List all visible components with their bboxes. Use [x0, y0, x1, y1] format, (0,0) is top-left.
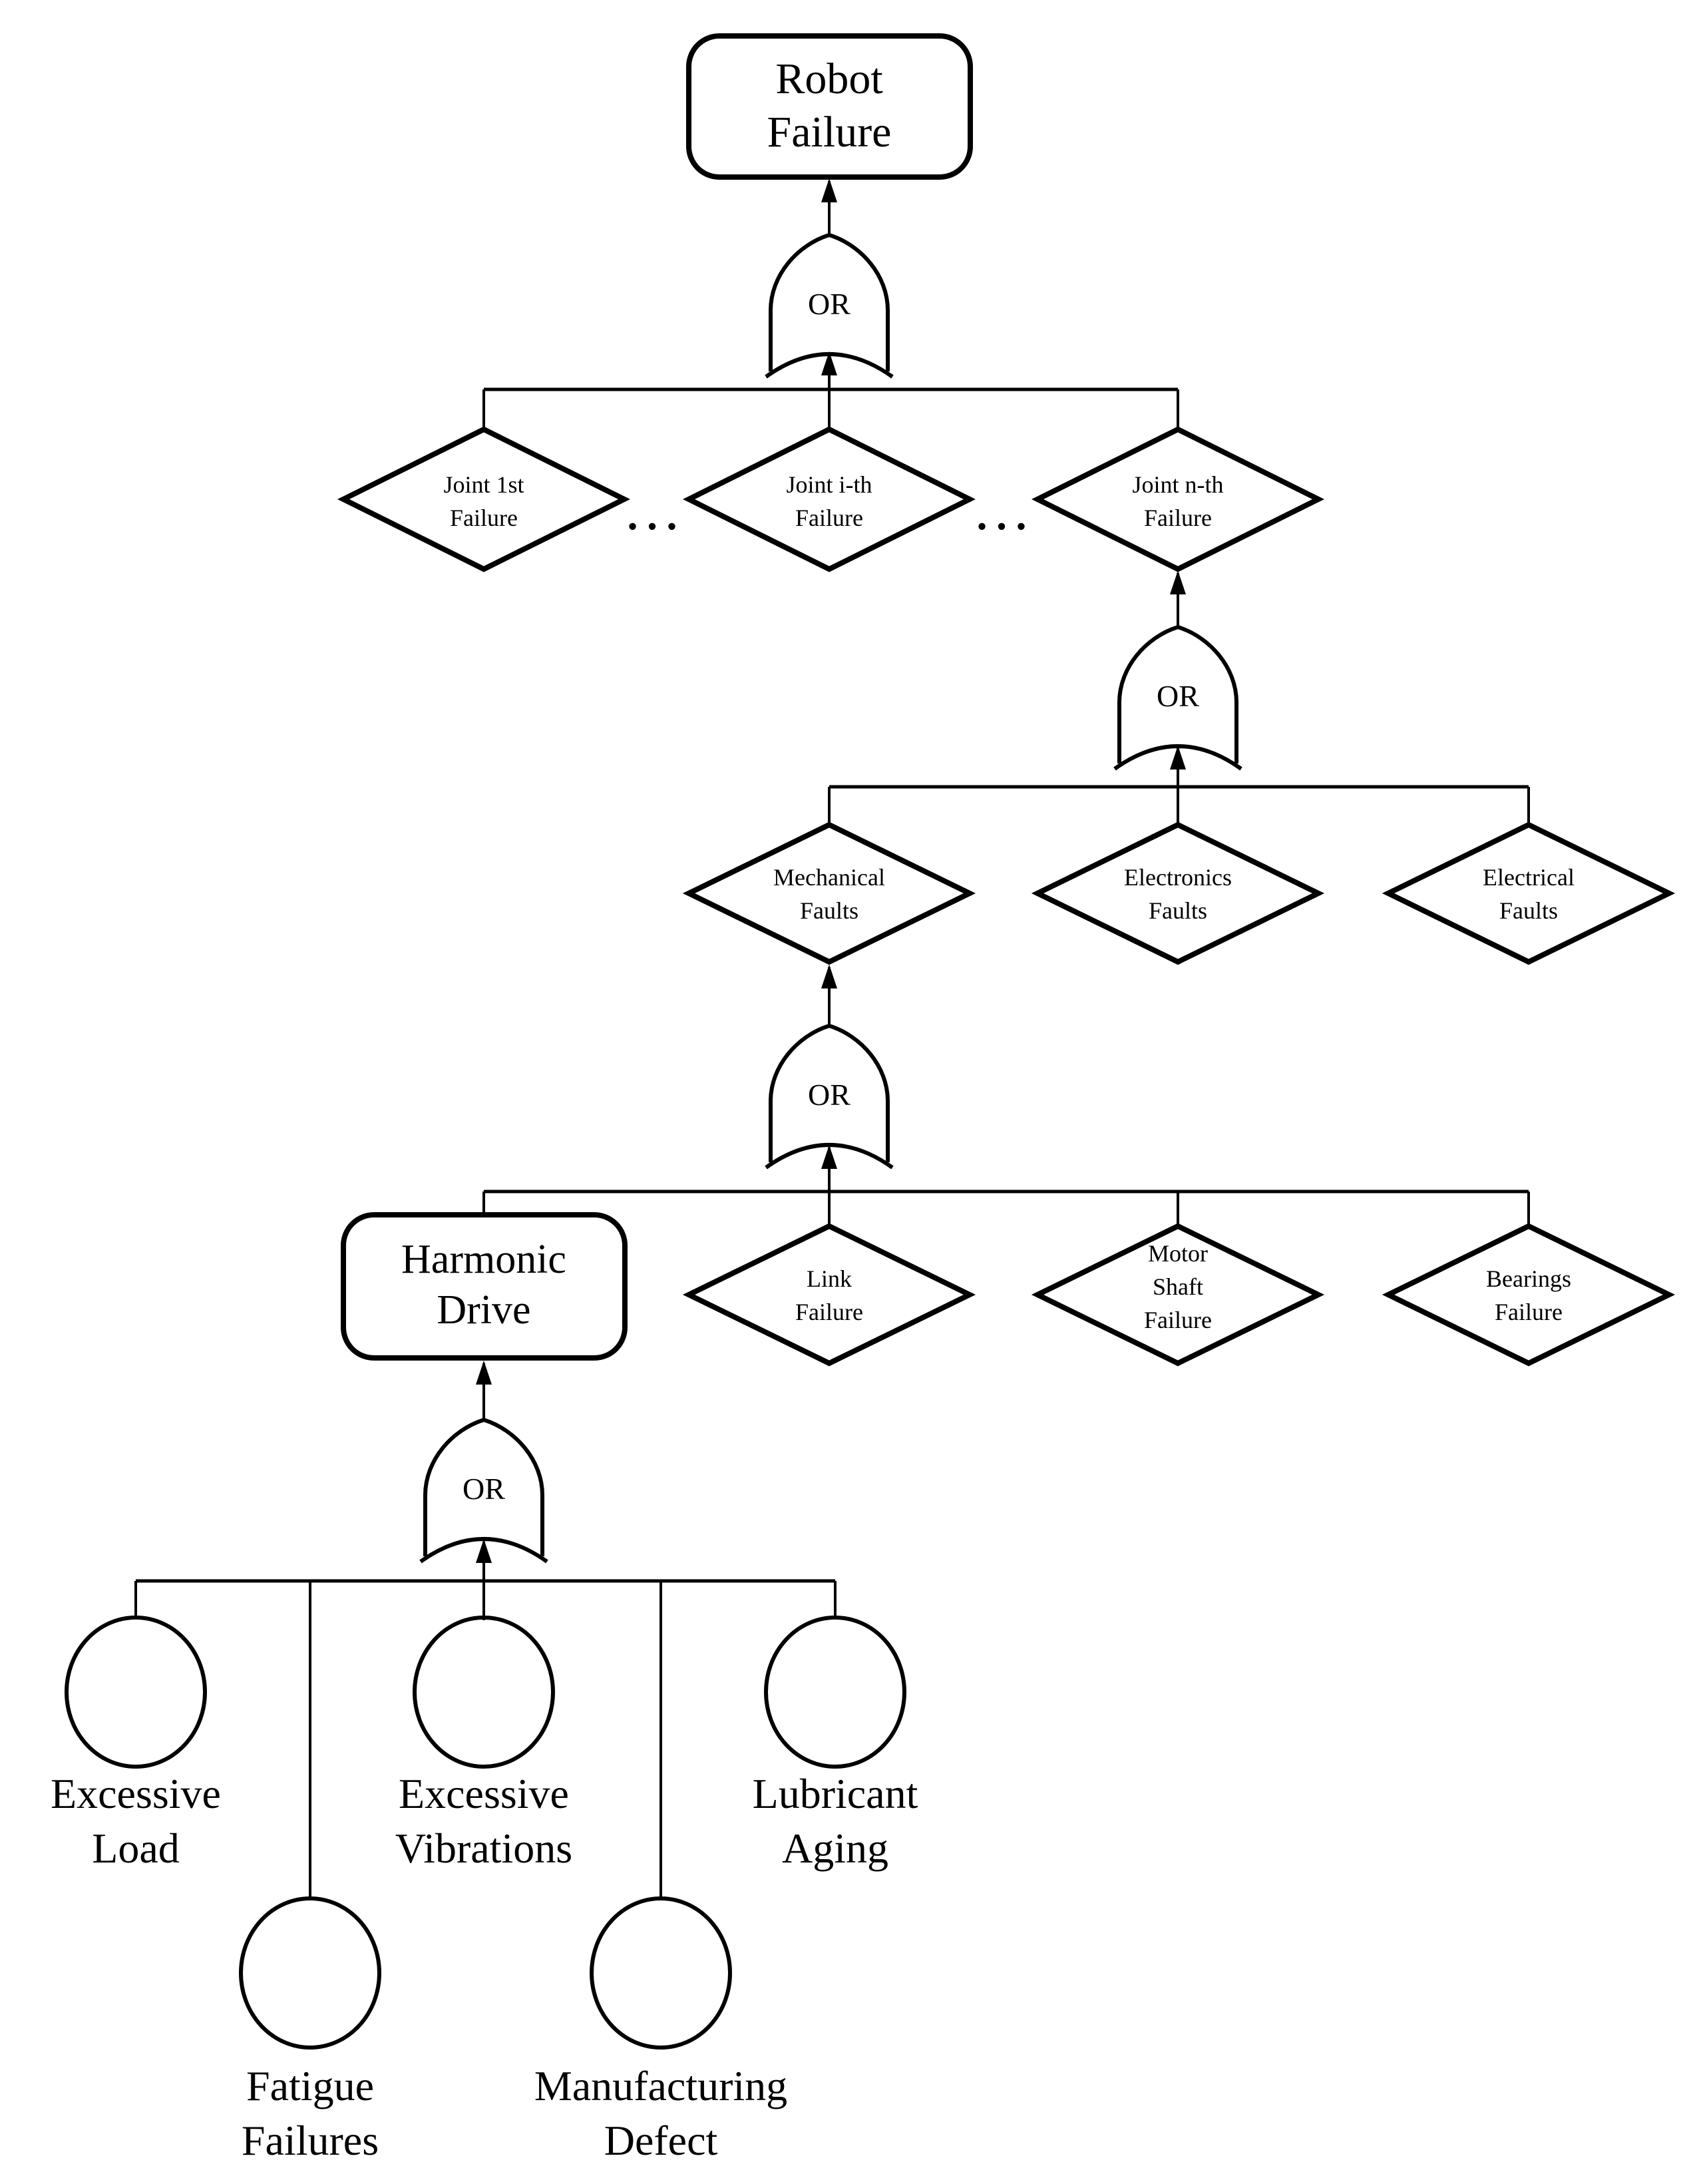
fatigue-failures-circle	[239, 1896, 381, 2050]
joint-nth-label-line2: Failure	[1144, 505, 1212, 531]
or-gate-joint-nth: OR	[1113, 624, 1242, 771]
electrical-faults-label-line1: Electrical	[1483, 864, 1575, 891]
manufacturing-defect-circle	[590, 1896, 732, 2050]
lubricant-aging-label-line1: Lubricant	[753, 1770, 918, 1817]
joint-nth-label-line1: Joint n-th	[1132, 471, 1223, 498]
or-gate-top-label: OR	[808, 287, 850, 321]
joint-nth-failure-diamond	[1032, 426, 1324, 572]
mechanical-faults-label-line1: Mechanical	[773, 864, 885, 891]
mechanical-faults-diamond	[682, 821, 976, 965]
ellipsis-left: …	[623, 478, 685, 543]
labels: Robot Failure Joint 1st Failure Joint i-…	[51, 55, 1575, 2164]
excessive-vibrations-circle	[413, 1616, 555, 1769]
joint-1st-label-line1: Joint 1st	[443, 471, 524, 498]
excessive-vibrations-label-line1: Excessive	[399, 1770, 569, 1817]
link-failure-label-line2: Failure	[795, 1299, 863, 1325]
motor-shaft-label-line3: Failure	[1144, 1307, 1212, 1333]
harmonic-drive-label-line1: Harmonic	[401, 1237, 566, 1282]
joint-1st-failure-diamond	[337, 426, 630, 572]
or-gate-mechanical: OR	[765, 1023, 894, 1170]
nodes	[65, 33, 1676, 2050]
robot-failure-label-line2: Failure	[767, 108, 892, 156]
excessive-load-label-line2: Load	[92, 1825, 180, 1872]
connectors	[134, 387, 1530, 1901]
bearings-failure-label-line2: Failure	[1495, 1299, 1563, 1325]
link-failure-label-line1: Link	[807, 1265, 852, 1292]
electrical-faults-label-line2: Faults	[1499, 897, 1558, 924]
or-gate-harmonic: OR	[419, 1417, 548, 1564]
or-gate-mechanical-label: OR	[808, 1078, 850, 1112]
electrical-faults-diamond	[1382, 821, 1676, 965]
excessive-load-circle	[65, 1616, 207, 1769]
joint-ith-label-line1: Joint i-th	[786, 471, 872, 498]
motor-shaft-failure-diamond	[1031, 1223, 1325, 1367]
ellipsis-right: …	[972, 478, 1035, 543]
robot-failure-label-line1: Robot	[775, 55, 882, 103]
or-gate-harmonic-label: OR	[463, 1472, 505, 1506]
robot-failure-box	[686, 33, 973, 180]
electronics-faults-diamond	[1031, 821, 1325, 965]
electronics-faults-label-line2: Faults	[1149, 897, 1207, 924]
mechanical-faults-label-line2: Faults	[800, 897, 858, 924]
arrows	[476, 178, 1186, 1620]
lubricant-aging-circle	[764, 1616, 906, 1769]
excessive-load-label-line1: Excessive	[51, 1770, 221, 1817]
link-failure-diamond	[682, 1223, 976, 1367]
or-gates: OR OR OR OR	[419, 232, 1242, 1564]
excessive-vibrations-label-line2: Vibrations	[395, 1825, 572, 1872]
bearings-failure-label-line1: Bearings	[1486, 1265, 1571, 1292]
manufacturing-defect-label-line1: Manufacturing	[534, 2062, 787, 2109]
harmonic-drive-label-line2: Drive	[437, 1287, 530, 1333]
joint-ith-failure-diamond	[683, 426, 976, 572]
motor-shaft-label-line2: Shaft	[1153, 1273, 1203, 1300]
manufacturing-defect-label-line2: Defect	[604, 2117, 718, 2164]
bearings-failure-diamond	[1382, 1223, 1676, 1367]
motor-shaft-label-line1: Motor	[1148, 1240, 1208, 1267]
joint-ith-label-line2: Failure	[795, 505, 863, 531]
fatigue-failures-label-line1: Fatigue	[246, 2062, 374, 2109]
lubricant-aging-label-line2: Aging	[782, 1825, 888, 1872]
fatigue-failures-label-line2: Failures	[242, 2117, 379, 2164]
joint-1st-label-line2: Failure	[450, 505, 518, 531]
or-gate-joint-nth-label: OR	[1157, 679, 1199, 713]
harmonic-drive-box	[341, 1212, 628, 1361]
electronics-faults-label-line1: Electronics	[1124, 864, 1232, 891]
